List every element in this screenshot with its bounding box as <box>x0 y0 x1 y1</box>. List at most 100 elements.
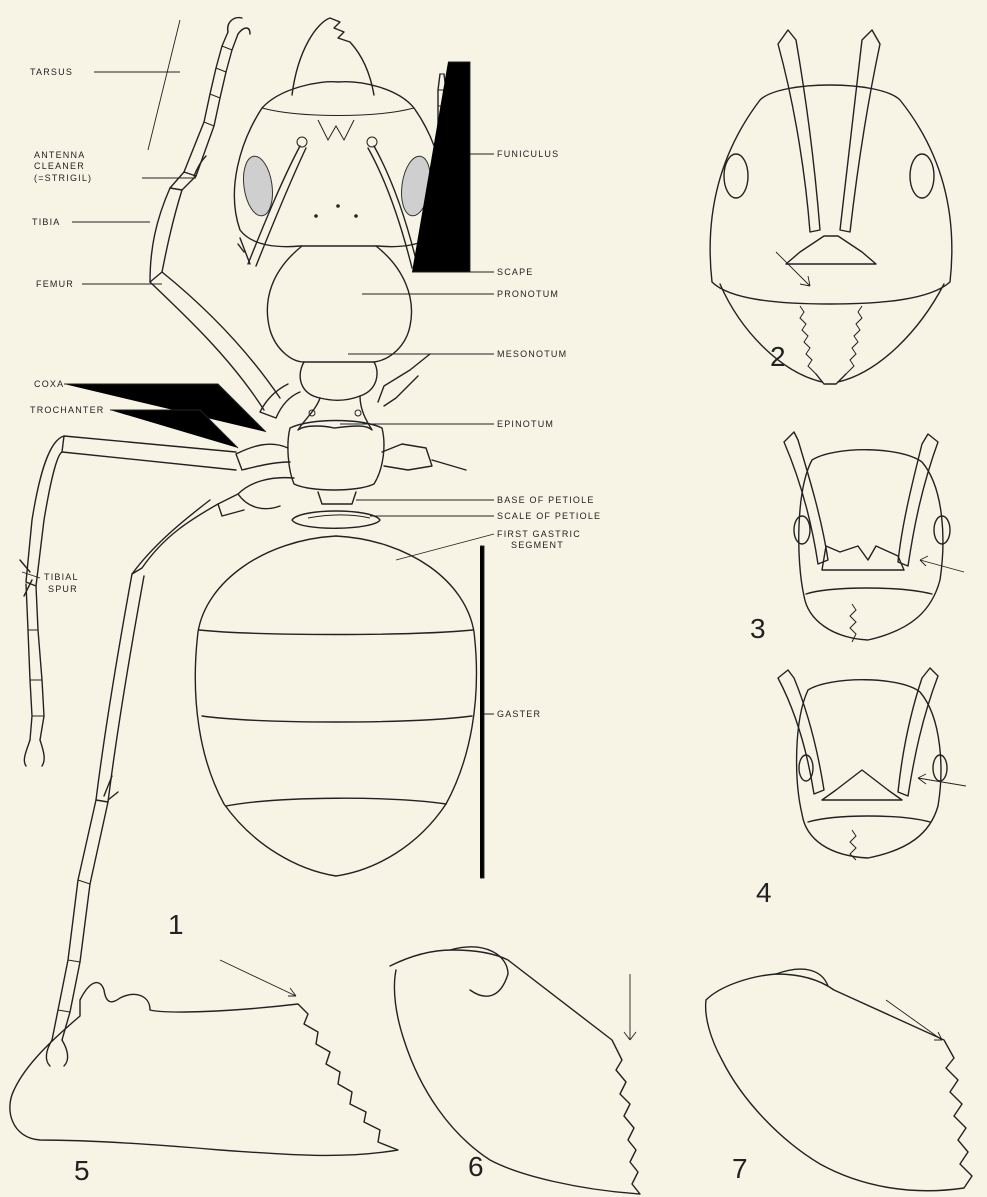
figure-number-5: 5 <box>74 1155 90 1186</box>
label-scale-of-petiole: SCALE OF PETIOLE <box>497 511 601 521</box>
figure-1-ant-dorsal: TARSUS ANTENNA CLEANER (=STRIGIL) TIBIA … <box>20 18 601 1066</box>
figure-5-mandible: 5 <box>10 960 398 1186</box>
ocellus-left <box>314 214 318 218</box>
bracket-tarsus <box>148 20 180 150</box>
label-mesonotum: MESONOTUM <box>497 349 567 359</box>
hind-leg-femur-left <box>132 500 218 574</box>
figure-number-4: 4 <box>756 877 772 908</box>
label-gaster: GASTER <box>497 709 541 719</box>
fig3-clypeus <box>822 546 904 570</box>
label-tarsus: TARSUS <box>30 67 73 77</box>
fig2-scape-left <box>778 30 820 232</box>
label-antenna-cleaner-3: (=STRIGIL) <box>34 173 92 183</box>
mid-leg-femur-left <box>62 436 236 470</box>
label-first-gastric-2: SEGMENT <box>511 540 564 550</box>
figure-number-7: 7 <box>732 1153 748 1184</box>
mid-leg-claw-left <box>24 740 44 766</box>
fig2-clypeus <box>786 236 876 264</box>
mid-leg-tarsus-left <box>26 584 44 740</box>
figure-7-mandible: 7 <box>706 969 972 1191</box>
first-gastric-segment-line <box>199 630 473 635</box>
fig4-mandible-line <box>808 816 930 822</box>
fig3-mandible-teeth <box>850 604 856 642</box>
frontal-carinae <box>318 120 354 140</box>
label-tibial-spur-1: TIBIAL <box>44 572 79 582</box>
label-tibia: TIBIA <box>32 217 61 227</box>
figure-2-head: 2 <box>710 30 952 384</box>
hind-leg-right <box>382 444 466 470</box>
gastric-segment-line-2 <box>202 716 472 722</box>
antennal-socket-right <box>367 137 377 147</box>
fig7-condyle <box>776 969 828 986</box>
antennal-socket-left <box>297 137 307 147</box>
fig4-scape-right <box>898 668 938 796</box>
front-leg-tibia-end <box>170 172 196 190</box>
fig2-mandible-teeth-left <box>800 306 816 374</box>
fig5-mandible-outline <box>10 983 398 1156</box>
mid-leg-right <box>378 354 430 406</box>
gastric-segment-line-3 <box>226 798 446 806</box>
fig4-head-outline <box>797 680 941 858</box>
figure-4-head: 4 <box>756 668 966 908</box>
fig2-scape-right <box>840 30 880 232</box>
hind-leg-spur-left <box>104 776 118 800</box>
figure-number-2: 2 <box>770 341 786 372</box>
label-epinotum: EPINOTUM <box>497 419 554 429</box>
fig6-condyle <box>450 947 508 996</box>
fig5-arrow <box>220 960 296 996</box>
epinotum <box>288 421 384 491</box>
figure-3-head: 3 <box>750 432 964 644</box>
label-first-gastric-1: FIRST GASTRIC <box>497 529 581 539</box>
spiracle-right <box>355 410 361 416</box>
fig3-mandible-line <box>806 588 932 594</box>
label-funiculus: FUNICULUS <box>497 149 559 159</box>
label-antenna-cleaner-2: CLEANER <box>34 161 85 171</box>
fig4-eye-left <box>799 755 813 781</box>
label-antenna-cleaner-1: ANTENNA <box>34 150 85 160</box>
figure-number-1: 1 <box>168 909 184 940</box>
fig2-mandible-teeth-right <box>846 306 862 374</box>
front-leg-tibia <box>150 188 182 282</box>
label-trochanter: TROCHANTER <box>30 405 105 415</box>
fig3-eye-left <box>794 516 810 544</box>
hind-leg-tibia-left <box>96 574 144 802</box>
ocellus-right <box>354 214 358 218</box>
label-femur: FEMUR <box>36 279 74 289</box>
petiole-base <box>318 492 356 504</box>
label-pronotum: PRONOTUM <box>497 289 559 299</box>
funiculus-left <box>238 238 250 264</box>
fig7-arrow <box>886 1000 942 1040</box>
fig4-clypeus <box>822 770 902 800</box>
label-scape: SCAPE <box>497 267 534 277</box>
fig2-mandible-tips <box>816 374 846 384</box>
front-leg-tarsus-joints <box>204 46 232 126</box>
fig4-mandible-teeth <box>850 830 856 860</box>
label-base-of-petiole: BASE OF PETIOLE <box>497 495 595 505</box>
petiole-scale <box>292 511 380 528</box>
label-tibial-spur-2: SPUR <box>48 584 78 594</box>
fig4-scape-left <box>778 670 824 794</box>
bracket-gaster <box>480 546 494 878</box>
fig6-arrow <box>624 974 636 1040</box>
fig3-head-outline <box>799 450 943 640</box>
front-leg-claw <box>228 18 250 34</box>
figure-number-3: 3 <box>750 613 766 644</box>
mesonotum <box>300 362 377 400</box>
petiole-scale-inner <box>308 515 370 518</box>
clypeus-line <box>262 108 414 116</box>
fig6-mandible-outline <box>390 950 640 1194</box>
mid-leg-tibia-left <box>26 436 64 586</box>
fig2-eye-left <box>724 154 748 198</box>
ocellus-mid <box>336 204 340 208</box>
fig2-eye-right <box>910 154 934 198</box>
fig3-scape-left <box>784 432 828 564</box>
mid-leg-coxa-left <box>236 444 290 470</box>
leader-first-gastric-segment <box>396 534 494 560</box>
label-coxa: COXA <box>34 379 64 389</box>
pronotum <box>267 246 411 362</box>
fig2-mandible-right <box>838 284 944 382</box>
front-leg-coxa <box>260 384 300 418</box>
front-leg-tarsus <box>184 32 238 176</box>
figure-6-mandible: 6 <box>390 947 640 1194</box>
